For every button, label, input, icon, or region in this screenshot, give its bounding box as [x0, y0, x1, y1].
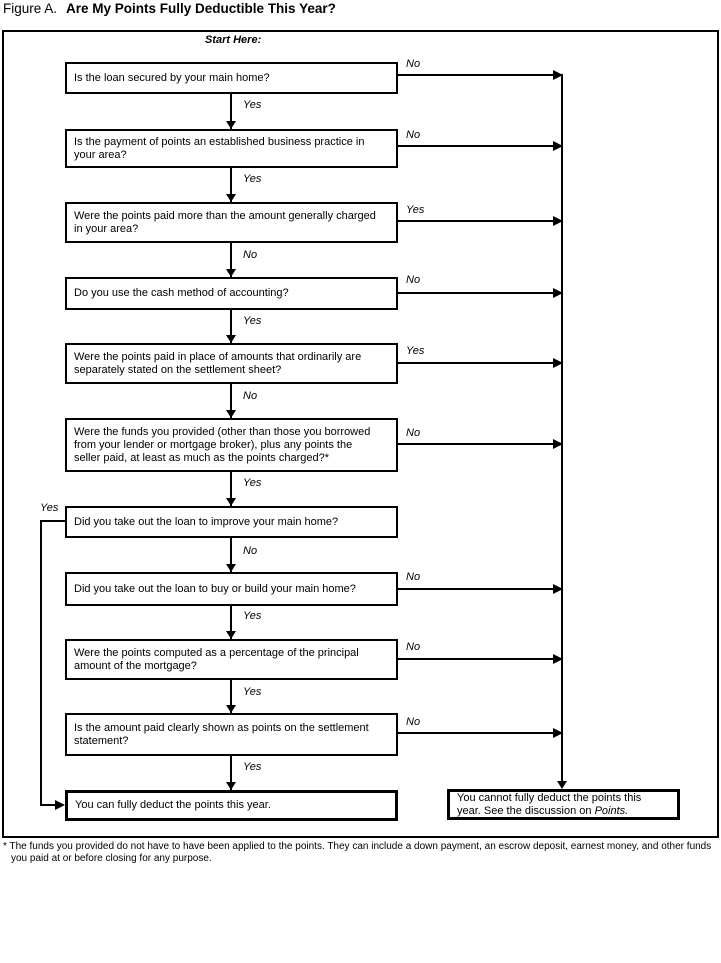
- connector-right-4: [398, 292, 553, 294]
- question-text: Were the points paid in place of amounts…: [74, 350, 362, 376]
- arrowhead-bypass-right: [55, 800, 65, 810]
- footnote-line-2: you paid at or before closing for any pu…: [11, 853, 212, 864]
- points-emphasis: Points.: [594, 804, 629, 817]
- connector-down-2: [230, 168, 232, 202]
- question-box-10: Is the amount paid clearly shown as poin…: [65, 713, 398, 756]
- arrowhead-down-8: [226, 631, 236, 639]
- branch-label-down-6: Yes: [243, 477, 262, 489]
- question-text: Did you take out the loan to buy or buil…: [74, 582, 356, 595]
- connector-down-4: [230, 310, 232, 343]
- figure-label: Figure A.: [3, 1, 58, 16]
- start-here-label: Start Here:: [205, 34, 262, 46]
- question-box-9: Were the points computed as a percentage…: [65, 639, 398, 680]
- arrowhead-right-7: [553, 584, 563, 594]
- question-box-7: Did you take out the loan to improve you…: [65, 506, 398, 538]
- branch-label-down-5: No: [243, 390, 258, 402]
- bypass-line-left: [40, 520, 42, 805]
- arrowhead-down-1: [226, 121, 236, 129]
- connector-down-10: [230, 756, 232, 790]
- question-text: Were the points paid more than the amoun…: [74, 209, 376, 235]
- branch-label-down-10: Yes: [243, 761, 262, 773]
- question-text: Were the funds you provided (other than …: [74, 425, 371, 464]
- result-text: You can fully deduct the points this yea…: [75, 799, 271, 811]
- connector-down-7: [230, 538, 232, 572]
- arrowhead-right-9: [553, 728, 563, 738]
- branch-label-left-yes: Yes: [40, 502, 59, 514]
- question-text: Do you use the cash method of accounting…: [74, 287, 289, 299]
- arrowhead-right-6: [553, 439, 563, 449]
- branch-label-right-7: No: [406, 571, 421, 583]
- arrowhead-right-2: [553, 141, 563, 151]
- branch-label-right-2: No: [406, 129, 421, 141]
- arrowhead-down-7: [226, 564, 236, 572]
- footnote: * The funds you provided do not have to …: [3, 841, 711, 865]
- question-text: Did you take out the loan to improve you…: [74, 515, 339, 528]
- question-box-6: Were the funds you provided (other than …: [65, 418, 398, 472]
- result-text: You cannot fully deduct the points this …: [457, 791, 642, 817]
- connector-right-5: [398, 362, 553, 364]
- arrowhead-down-10: [226, 782, 236, 790]
- connector-down-1: [230, 94, 232, 129]
- result-box-deductible: You can fully deduct the points this yea…: [65, 790, 398, 821]
- arrowhead-down-4: [226, 335, 236, 343]
- branch-label-down-4: Yes: [243, 315, 262, 327]
- page-title: Figure A. Are My Points Fully Deductible …: [3, 1, 336, 16]
- connector-right-1: [398, 74, 553, 76]
- question-box-3: Were the points paid more than the amoun…: [65, 202, 398, 243]
- connector-right-8: [398, 658, 553, 660]
- branch-label-down-2: Yes: [243, 173, 262, 185]
- connector-down-8: [230, 606, 232, 639]
- connector-right-9: [398, 732, 553, 734]
- result-box-not-deductible: You cannot fully deduct the points this …: [447, 789, 680, 820]
- question-text: Is the amount paid clearly shown as poin…: [74, 721, 369, 747]
- arrowhead-right-3: [553, 216, 563, 226]
- arrowhead-down-6: [226, 498, 236, 506]
- arrowhead-down-3: [226, 269, 236, 277]
- branch-label-down-7: No: [243, 545, 258, 557]
- connector-down-6: [230, 472, 232, 506]
- connector-down-9: [230, 680, 232, 713]
- question-text: Were the points computed as a percentage…: [74, 646, 359, 672]
- branch-label-down-1: Yes: [243, 99, 262, 111]
- branch-label-right-4: No: [406, 274, 421, 286]
- bypass-stub-bottom: [40, 804, 57, 806]
- branch-label-down-8: Yes: [243, 610, 262, 622]
- branch-label-right-3: Yes: [406, 204, 425, 216]
- branch-label-right-8: No: [406, 641, 421, 653]
- arrowhead-down-2: [226, 194, 236, 202]
- connector-right-2: [398, 145, 553, 147]
- question-box-2: Is the payment of points an established …: [65, 129, 398, 168]
- branch-label-right-6: No: [406, 427, 421, 439]
- connector-right-6: [398, 443, 553, 445]
- question-box-4: Do you use the cash method of accounting…: [65, 277, 398, 310]
- arrowhead-collector-down: [557, 781, 567, 789]
- connector-down-3: [230, 243, 232, 277]
- flowchart-frame: [2, 30, 719, 838]
- arrowhead-right-4: [553, 288, 563, 298]
- arrowhead-right-8: [553, 654, 563, 664]
- arrowhead-right-1: [553, 70, 563, 80]
- figure-heading: Are My Points Fully Deductible This Year…: [66, 1, 336, 16]
- question-box-1: Is the loan secured by your main home?: [65, 62, 398, 94]
- collector-line-right: [561, 74, 563, 781]
- question-box-5: Were the points paid in place of amounts…: [65, 343, 398, 384]
- connector-right-3: [398, 220, 553, 222]
- arrowhead-right-5: [553, 358, 563, 368]
- question-text: Is the payment of points an established …: [74, 135, 365, 161]
- question-box-8: Did you take out the loan to buy or buil…: [65, 572, 398, 606]
- branch-label-down-3: No: [243, 249, 258, 261]
- bypass-stub-top: [40, 520, 65, 522]
- connector-down-5: [230, 384, 232, 418]
- branch-label-right-5: Yes: [406, 345, 425, 357]
- footnote-line-1: * The funds you provided do not have to …: [3, 841, 712, 852]
- connector-right-7: [398, 588, 553, 590]
- branch-label-down-9: Yes: [243, 686, 262, 698]
- arrowhead-down-5: [226, 410, 236, 418]
- branch-label-right-1: No: [406, 58, 421, 70]
- branch-label-right-9: No: [406, 716, 421, 728]
- arrowhead-down-9: [226, 705, 236, 713]
- question-text: Is the loan secured by your main home?: [74, 71, 270, 84]
